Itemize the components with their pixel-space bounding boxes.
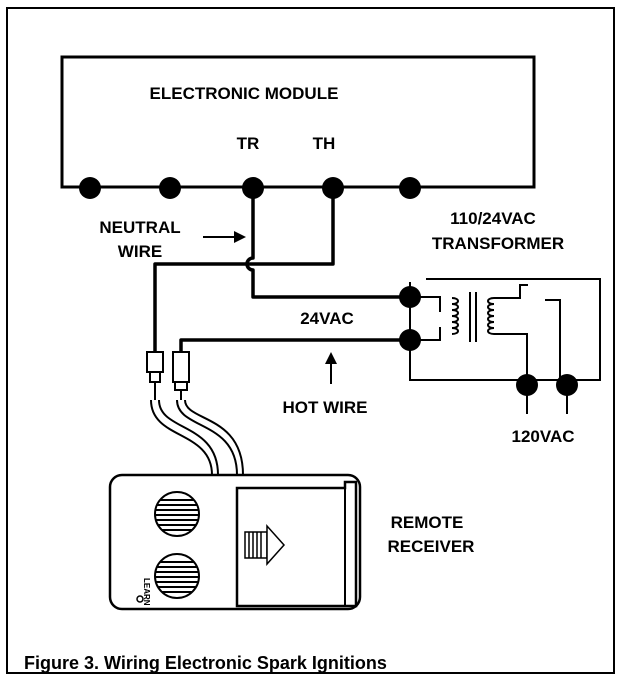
learn-button[interactable] [136,595,144,603]
cable-2-edge-b [184,399,244,476]
receiver-cover-plate [235,480,358,608]
neutral-wire-label-line2: WIRE [118,242,162,261]
figure-caption: Figure 3. Wiring Electronic Spark Igniti… [24,653,387,673]
receiver-arrow-icon [244,524,286,566]
electronic-module-box [60,55,536,189]
transformer-coil-primary [487,297,495,335]
receiver-label-line2: RECEIVER [388,537,475,556]
module-terminal-5 [399,177,421,199]
receiver-label-line1: REMOTE [391,513,464,532]
transformer-coil-secondary [451,297,459,335]
primary-lead-right [545,299,561,383]
transformer-label-line1: 110/24VAC [450,209,536,228]
neutral-arrow-head [234,231,246,243]
primary-lead-top [494,284,528,299]
cable-2-edge-a [176,399,238,476]
primary-lead-bottom [494,333,528,383]
hot-wire-label: HOT WIRE [283,398,368,417]
figure-frame [6,7,615,674]
terminal-label-tr: TR [237,134,260,153]
transformer-terminal-120v-2 [556,374,578,396]
module-terminal-1 [79,177,101,199]
secondary-lead-top [410,296,441,312]
v24-label: 24VAC [300,309,354,328]
th-wire [153,186,335,354]
secondary-lead-bottom [410,327,441,341]
transformer-terminal-120v-1 [516,374,538,396]
hot-wire [179,338,412,354]
neutral-wire-label-line1: NEUTRAL [99,218,180,237]
cable-1-edge-a [150,399,213,476]
module-title: ELECTRONIC MODULE [150,84,339,103]
transformer-label-line2: TRANSFORMER [432,234,564,253]
v120-label: 120VAC [512,427,575,446]
transformer-enclosure [409,278,601,381]
learn-button-label: LEARN [142,578,151,606]
connector-left [146,351,164,400]
module-terminal-2 [159,177,181,199]
hot-wire-arrow-head [325,352,337,364]
connector-right [172,351,190,400]
neutral-wire [245,186,412,299]
cable-1-edge-b [158,399,219,476]
receiver-speaker-bottom-icon [154,553,200,599]
terminal-label-th: TH [313,134,336,153]
receiver-speaker-top-icon [154,491,200,537]
